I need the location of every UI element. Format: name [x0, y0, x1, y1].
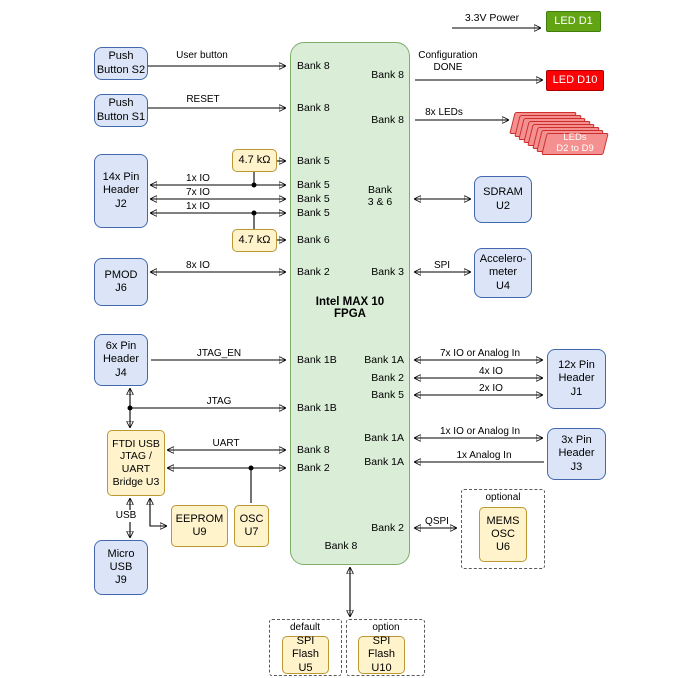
accelerometer-u4-block: Accelero- meter U4: [474, 248, 532, 298]
fpga-port-bank2-right-1: Bank 2: [371, 372, 404, 384]
spi-label: SPI: [433, 260, 451, 271]
spi-flash-u10-block: SPI Flash U10: [358, 635, 405, 674]
default-group-label: default: [289, 622, 321, 633]
uart-label: UART: [212, 438, 240, 449]
resistor-1-block: 4.7 kΩ: [232, 149, 277, 172]
configuration-done-label: Configuration DONE: [418, 50, 478, 73]
1x-io-label-b: 1x IO: [186, 201, 210, 212]
4x-io-label: 4x IO: [479, 366, 503, 377]
fpga-port-bank2-right-2: Bank 2: [371, 522, 404, 534]
fpga-port-bank3: Bank 3: [371, 266, 404, 278]
fpga-port-bank5-4: Bank 5: [297, 207, 330, 219]
fpga-port-bank8-left-2: Bank 8: [297, 102, 330, 114]
spi-flash-u5-block: SPI Flash U5: [282, 635, 329, 674]
reset-label: RESET: [186, 94, 220, 105]
jtag-label: JTAG: [206, 396, 232, 407]
fpga-port-bank8-left-3: Bank 8: [297, 444, 330, 456]
pin-header-j2-block: 14x Pin Header J2: [94, 154, 148, 228]
wires: [128, 28, 544, 616]
fpga-port-bank2-left-2: Bank 2: [297, 462, 330, 474]
7x-io-label: 7x IO: [186, 187, 210, 198]
push-button-s2-block: Push Button S2: [94, 47, 148, 80]
resistor-2-block: 4.7 kΩ: [232, 229, 277, 252]
fpga-port-bank6: Bank 6: [297, 234, 330, 246]
fpga-port-bank1a-2: Bank 1A: [364, 432, 404, 444]
fpga-name: Intel MAX 10 FPGA: [315, 296, 385, 320]
push-button-s1-block: Push Button S1: [94, 94, 148, 127]
leds-d2-d9-label: LEDs D2 to D9: [556, 132, 594, 154]
fpga-block: [290, 42, 410, 565]
7x-io-analog-label: 7x IO or Analog In: [439, 348, 521, 359]
fpga-port-bank5-1: Bank 5: [297, 155, 330, 167]
fpga-port-bank1a-3: Bank 1A: [364, 456, 404, 468]
fpga-port-bank3-6: Bank 3 & 6: [367, 184, 393, 209]
1x-analog-in-label: 1x Analog In: [456, 450, 512, 461]
micro-usb-j9-block: Micro USB J9: [94, 540, 148, 595]
fpga-port-bank8-bottom: Bank 8: [324, 540, 358, 552]
1x-io-label-a: 1x IO: [186, 173, 210, 184]
fpga-port-bank8-right-2: Bank 8: [371, 114, 404, 126]
optional-group-label: optional: [485, 492, 521, 503]
option-group-label: option: [372, 622, 400, 633]
pin-header-j4-block: 6x Pin Header J4: [94, 334, 148, 386]
fpga-port-bank5-right: Bank 5: [371, 389, 404, 401]
sdram-u2-block: SDRAM U2: [474, 176, 532, 223]
usb-label: USB: [113, 510, 139, 522]
jtag-en-label: JTAG_EN: [196, 348, 242, 359]
fpga-port-bank1a-1: Bank 1A: [364, 354, 404, 366]
power-label: 3.3V Power: [464, 12, 520, 24]
led-d10-block: LED D10: [546, 70, 604, 91]
pmod-j6-block: PMOD J6: [94, 258, 148, 306]
fpga-port-bank1b-2: Bank 1B: [297, 402, 337, 414]
mems-osc-u6-block: MEMS OSC U6: [479, 507, 527, 562]
1x-io-analog-label: 1x IO or Analog In: [439, 426, 521, 437]
osc-u7-block: OSC U7: [234, 505, 269, 547]
8x-leds-label: 8x LEDs: [425, 107, 463, 118]
user-button-label: User button: [176, 50, 228, 61]
ftdi-bridge-u3-block: FTDI USB JTAG / UART Bridge U3: [107, 430, 165, 496]
8x-io-label: 8x IO: [186, 260, 210, 271]
pin-header-j3-block: 3x Pin Header J3: [547, 428, 606, 480]
eeprom-u9-block: EEPROM U9: [171, 505, 228, 547]
fpga-port-bank8-left-1: Bank 8: [297, 60, 330, 72]
pin-header-j1-block: 12x Pin Header J1: [547, 349, 606, 409]
led-d1-block: LED D1: [546, 11, 601, 32]
fpga-port-bank5-3: Bank 5: [297, 193, 330, 205]
fpga-port-bank8-right-1: Bank 8: [371, 69, 404, 81]
qspi-label: QSPI: [425, 516, 449, 527]
fpga-port-bank2-left: Bank 2: [297, 266, 330, 278]
fpga-port-bank1b-1: Bank 1B: [297, 354, 337, 366]
fpga-port-bank5-2: Bank 5: [297, 179, 330, 191]
2x-io-label: 2x IO: [479, 383, 503, 394]
